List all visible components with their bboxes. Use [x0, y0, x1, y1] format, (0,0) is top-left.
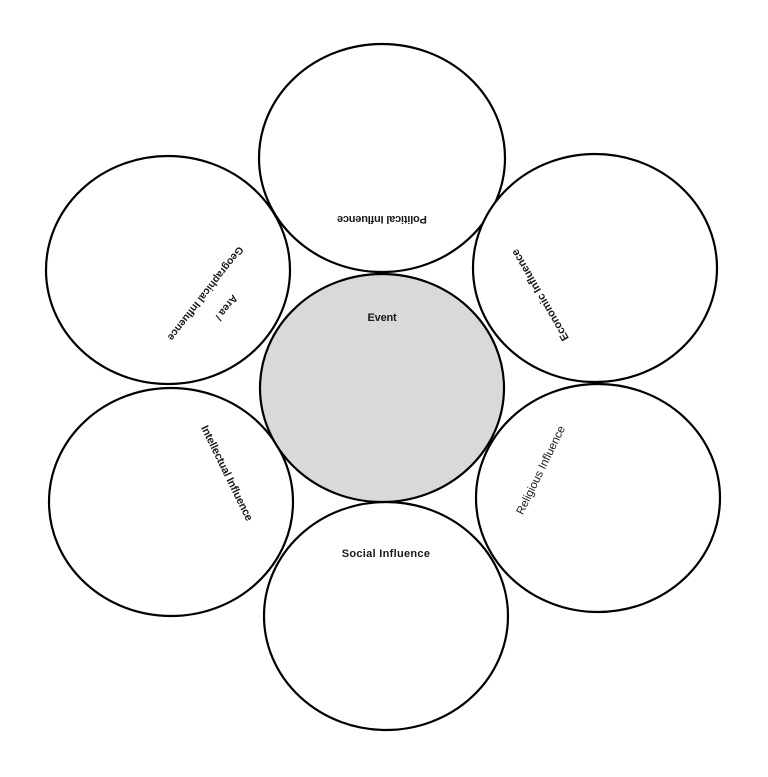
economic-influence-circle: [471, 152, 719, 384]
social-influence-label: Social Influence: [341, 548, 431, 560]
political-influence-circle: [257, 42, 507, 274]
intellectual-influence-circle: [47, 386, 295, 618]
political-influence-label: Political Influence: [337, 213, 427, 225]
religious-influence-circle: [474, 382, 722, 614]
event-label: Event: [367, 312, 397, 324]
social-influence-circle: [262, 500, 510, 732]
geographical-influence-circle: [44, 154, 292, 386]
event-circle: [258, 272, 506, 504]
